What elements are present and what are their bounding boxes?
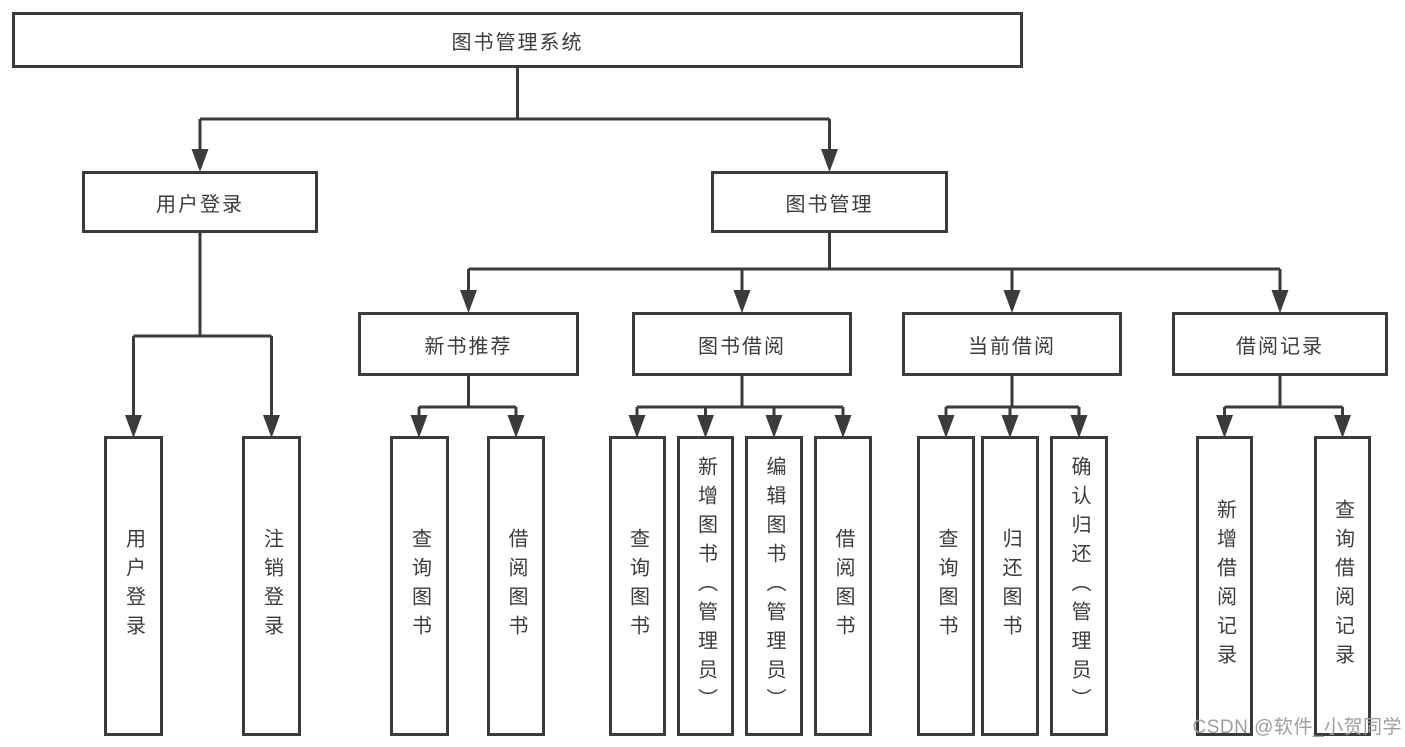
arrow-down-icon [697, 415, 714, 438]
node-user-login: 用户登录 [82, 171, 318, 233]
leaf-query-borrow-record-label: 查询借阅记录 [1331, 499, 1354, 673]
watermark: CSDN @软件_小贺同学 [1192, 717, 1402, 738]
node-new-book-recommend-label: 新书推荐 [424, 335, 513, 358]
connector-book-management-to-level3 [467, 233, 1282, 293]
leaf-return-books: 归还图书 [981, 436, 1039, 736]
node-current-borrow: 当前借阅 [902, 312, 1122, 376]
connector-user-login-to-leaves [132, 233, 273, 418]
arrow-down-icon [460, 290, 477, 313]
arrow-down-icon [1216, 415, 1233, 438]
arrow-down-icon [410, 415, 428, 438]
arrow-down-icon [834, 415, 852, 438]
leaf-confirm-return-admin-label: 确认归还（管理员） [1068, 455, 1090, 717]
leaf-user-login-label: 用户登录 [122, 528, 145, 644]
node-book-management-label: 图书管理 [785, 193, 874, 216]
node-book-borrow-label: 图书借阅 [698, 335, 786, 358]
leaf-user-login: 用户登录 [104, 436, 163, 736]
arrowheads [125, 149, 1351, 438]
arrow-down-icon [507, 415, 525, 438]
node-book-borrow: 图书借阅 [632, 312, 852, 376]
leaf-query-books-recommend: 查询图书 [390, 436, 449, 736]
node-new-book-recommend: 新书推荐 [358, 312, 579, 376]
leaf-query-borrow-record: 查询借阅记录 [1314, 436, 1371, 736]
arrow-down-icon [1271, 290, 1289, 313]
arrow-down-icon [1334, 415, 1351, 438]
node-borrow-records-label: 借阅记录 [1236, 335, 1324, 358]
leaf-borrow-books-recommend-label: 借阅图书 [505, 528, 527, 644]
arrow-down-icon [821, 149, 838, 172]
leaf-logout: 注销登录 [242, 436, 301, 736]
leaf-borrow-books-label: 借阅图书 [832, 528, 854, 644]
connector-new-book-recommend-to-leaves [417, 376, 518, 418]
leaf-query-books-borrow: 查询图书 [609, 436, 666, 736]
node-borrow-records: 借阅记录 [1172, 312, 1388, 376]
arrow-down-icon [1001, 415, 1019, 438]
leaf-query-books-current: 查询图书 [917, 436, 975, 736]
leaf-edit-books-admin-label: 编辑图书（管理员） [763, 455, 785, 717]
leaf-add-borrow-record-label: 新增借阅记录 [1213, 499, 1236, 673]
arrow-down-icon [263, 415, 280, 438]
connector-root-to-level2 [198, 67, 831, 152]
node-root-label: 图书管理系统 [451, 31, 584, 54]
arrow-down-icon [733, 290, 751, 313]
leaf-query-books-current-label: 查询图书 [935, 528, 957, 644]
leaf-logout-label: 注销登录 [260, 528, 283, 644]
connector-borrow-records-to-leaves [1223, 376, 1344, 418]
leaf-query-books-recommend-label: 查询图书 [408, 528, 431, 644]
arrow-down-icon [125, 415, 142, 438]
leaf-borrow-books-recommend: 借阅图书 [487, 436, 545, 736]
arrow-down-icon [765, 415, 783, 438]
node-user-login-label: 用户登录 [156, 193, 244, 216]
arrow-down-icon [191, 149, 209, 172]
leaf-add-borrow-record: 新增借阅记录 [1196, 436, 1253, 736]
leaf-borrow-books: 借阅图书 [814, 436, 872, 736]
arrow-down-icon [628, 415, 646, 438]
leaf-return-books-label: 归还图书 [999, 528, 1021, 644]
node-current-borrow-label: 当前借阅 [968, 335, 1056, 358]
connector-book-borrow-to-leaves [635, 376, 845, 418]
leaf-add-books-admin: 新增图书（管理员） [677, 436, 734, 736]
leaf-query-books-borrow-label: 查询图书 [626, 528, 649, 644]
arrow-down-icon [1003, 290, 1021, 313]
arrow-down-icon [937, 415, 955, 438]
arrow-down-icon [1070, 415, 1088, 438]
leaf-add-books-admin-label: 新增图书（管理员） [694, 455, 717, 717]
node-book-management: 图书管理 [711, 171, 948, 233]
connector-current-borrow-to-leaves [944, 376, 1081, 418]
leaf-edit-books-admin: 编辑图书（管理员） [745, 436, 803, 736]
leaf-confirm-return-admin: 确认归还（管理员） [1050, 436, 1108, 736]
node-root: 图书管理系统 [12, 12, 1023, 68]
